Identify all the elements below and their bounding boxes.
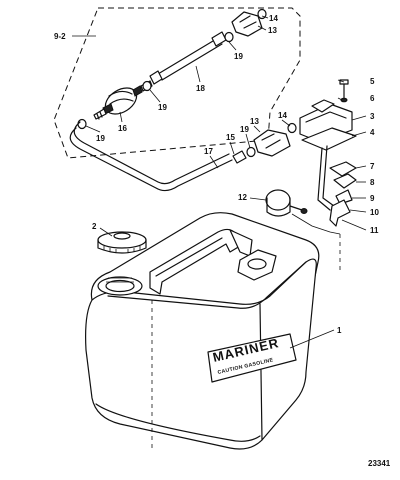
callout-7: 7	[370, 162, 375, 171]
fuel-tank	[85, 212, 320, 450]
callout-3: 3	[370, 112, 375, 121]
gasket	[301, 127, 357, 151]
callout-4: 4	[370, 128, 375, 137]
screw	[339, 79, 349, 103]
callout-13: 13	[250, 117, 259, 126]
callout-15: 15	[226, 133, 235, 142]
callout-5: 5	[370, 77, 375, 86]
pickup-tube	[317, 145, 335, 211]
callout-14: 14	[278, 111, 287, 120]
callout-2: 2	[92, 222, 97, 231]
fuel-hose-upper	[149, 31, 227, 85]
callouts: 9-2 14 13 19 18 19 16 19 5 6 3 4 7 8 9 1…	[54, 14, 379, 335]
callout-19: 19	[234, 52, 243, 61]
callout-12: 12	[238, 193, 247, 202]
figure-number: 23341	[368, 459, 391, 468]
callout-6: 6	[370, 94, 375, 103]
callout-19: 19	[240, 125, 249, 134]
callout-18: 18	[196, 84, 205, 93]
callout-10: 10	[370, 208, 379, 217]
fuel-connector-lower	[232, 122, 297, 164]
gauge-float-parts	[329, 161, 357, 227]
callout-11: 11	[370, 226, 379, 235]
callout-9: 9	[370, 194, 375, 203]
kit-boundary-dashed	[53, 7, 301, 159]
leader-lines	[72, 15, 367, 349]
fuel-cap	[97, 231, 147, 254]
fuel-line	[69, 121, 233, 192]
callout-16: 16	[118, 124, 127, 133]
callout-17: 17	[204, 147, 213, 156]
callout-1: 1	[337, 326, 342, 335]
callout-group: 9-2	[54, 32, 66, 41]
callout-19: 19	[158, 103, 167, 112]
callout-13: 13	[268, 26, 277, 35]
callout-8: 8	[370, 178, 375, 187]
callout-14: 14	[269, 14, 278, 23]
fuel-connector-upper	[231, 8, 267, 37]
callout-19: 19	[96, 134, 105, 143]
fuel-float	[265, 189, 341, 235]
